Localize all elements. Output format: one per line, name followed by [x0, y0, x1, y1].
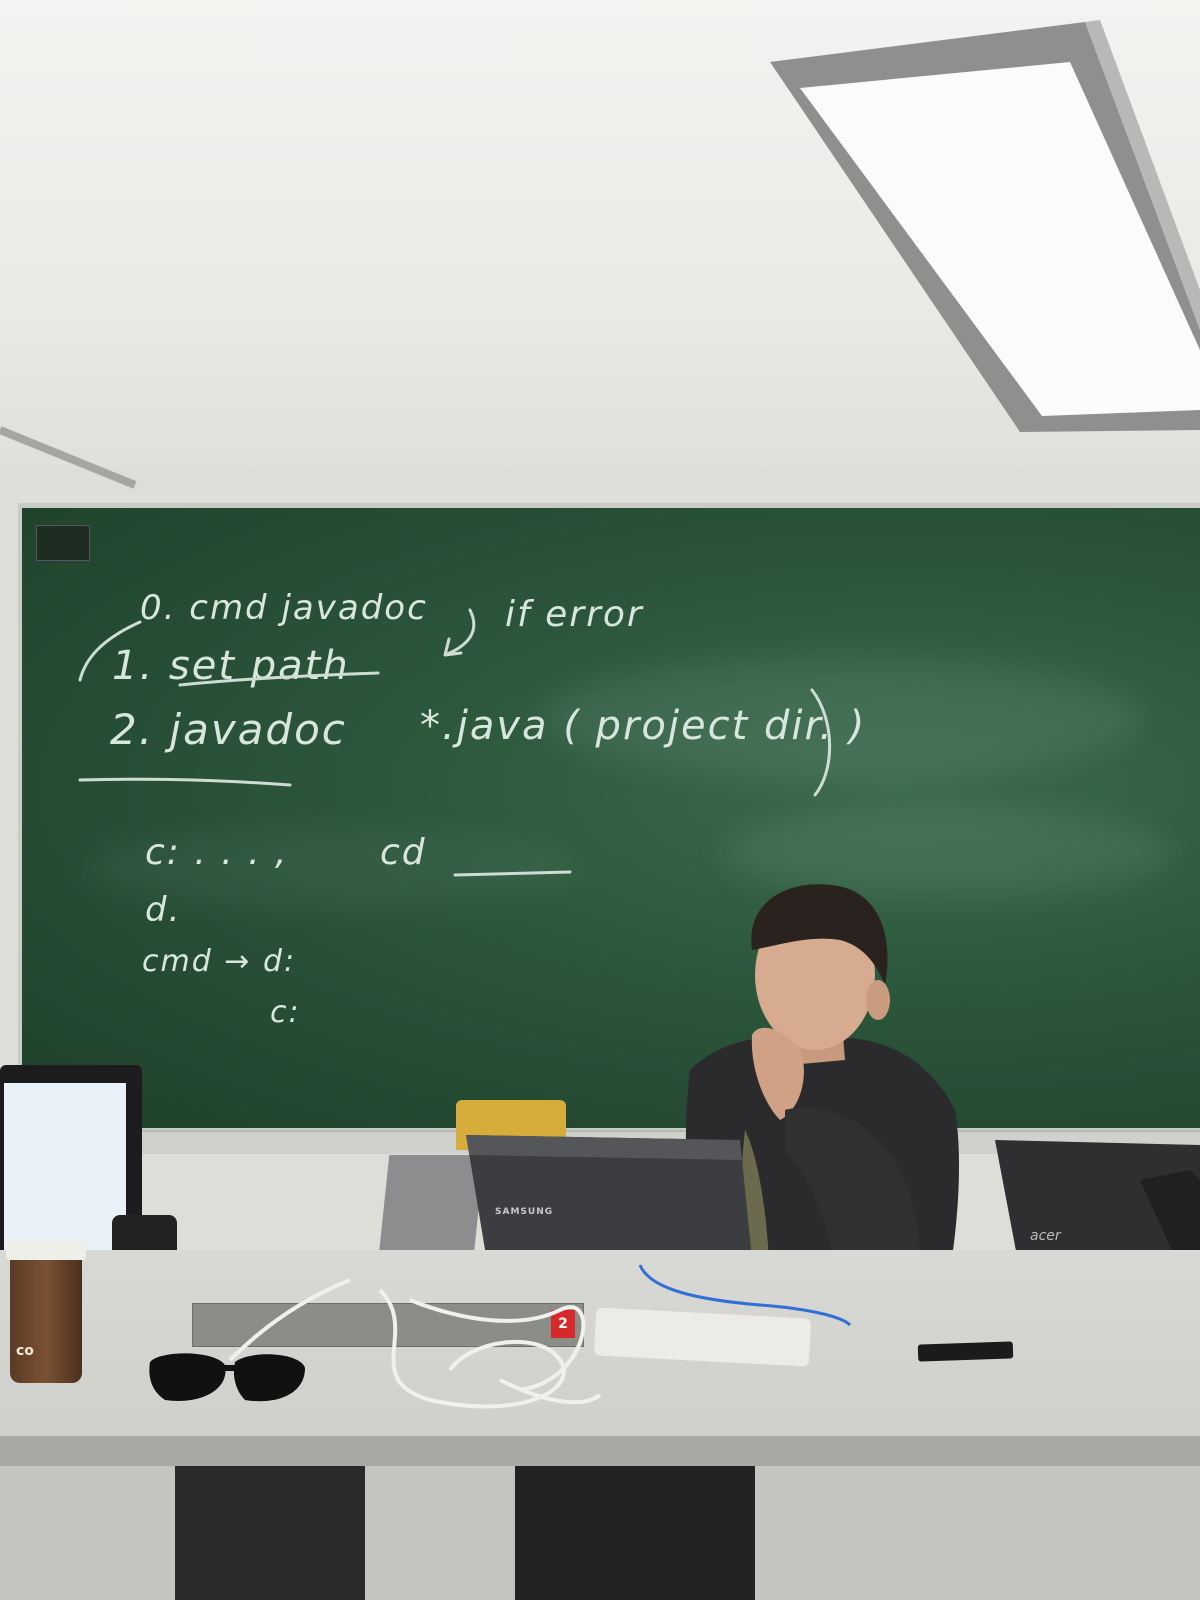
- samsung-logo: SAMSUNG: [495, 1207, 554, 1217]
- ceiling-light: [0, 20, 1200, 489]
- person-legs: [175, 1466, 365, 1600]
- ear: [866, 980, 890, 1020]
- chair-base: [515, 1466, 755, 1600]
- hair: [751, 884, 888, 985]
- chalk-blank-line: [453, 870, 572, 877]
- chalk-cmd: cmd → d:: [142, 944, 297, 979]
- chalk-c-drive: c: . . . ,: [145, 832, 289, 873]
- chalk-line-2-args: *.java ( project dir. ): [420, 703, 867, 749]
- blackboard: [22, 508, 1200, 1128]
- coffee-cup: co: [6, 1240, 86, 1383]
- chalk-line-0: 0. cmd javadoc: [140, 588, 428, 628]
- table-edge: [0, 1436, 1200, 1466]
- chalk-underline-javadoc: [78, 777, 292, 787]
- board-sticker: [36, 525, 90, 561]
- acer-logo: acer: [1030, 1228, 1061, 1244]
- chalk-c2: c:: [270, 995, 301, 1030]
- chalk-arrow: [443, 608, 476, 657]
- chalk-bracket: [78, 620, 142, 682]
- cup-lid: [6, 1240, 86, 1260]
- chalk-d: d.: [145, 890, 182, 930]
- hand: [751, 1027, 804, 1120]
- chalk-paren: [810, 688, 832, 797]
- chalk-cd: cd: [380, 832, 427, 873]
- chalk-underline-set-path: [178, 671, 380, 687]
- chalk-line-2: 2. javadoc: [110, 705, 347, 754]
- switch-badge: 2: [551, 1310, 575, 1338]
- chalk-if-error: if error: [505, 594, 644, 635]
- smartphone: [917, 1341, 1014, 1362]
- cup-text: co: [16, 1343, 34, 1359]
- ceiling-rail: [0, 426, 137, 489]
